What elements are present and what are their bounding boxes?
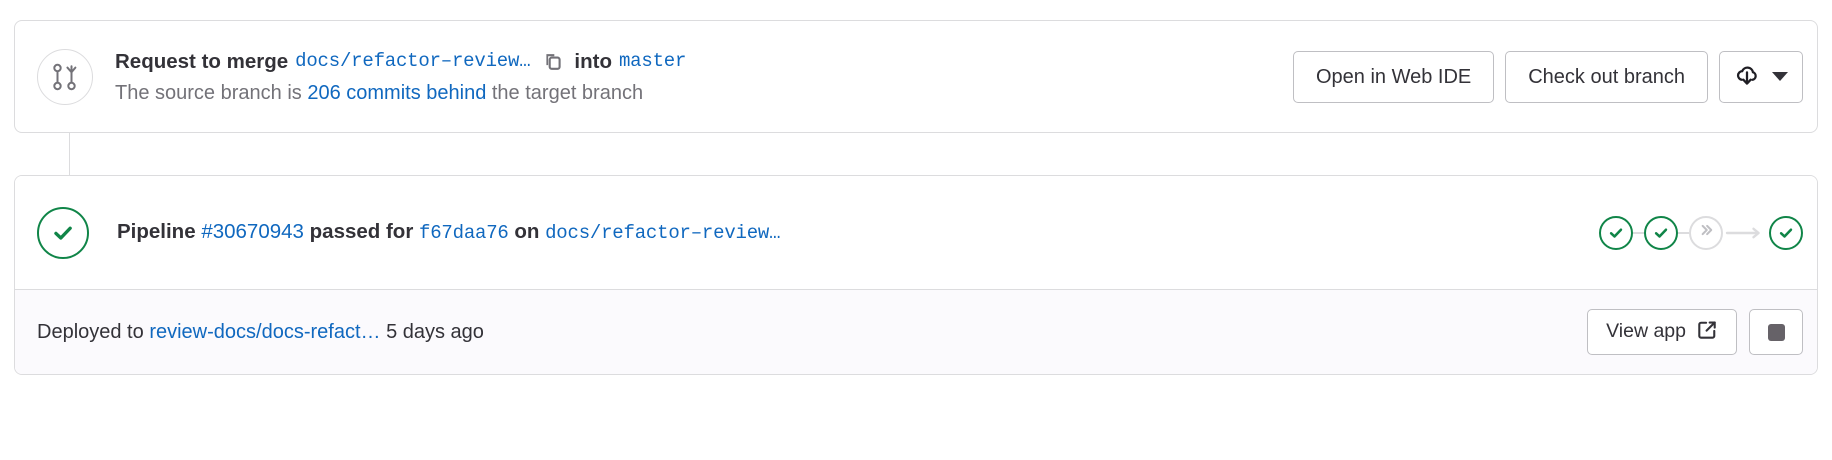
pipeline-id-link[interactable]: #30670943 [201, 220, 304, 243]
deployed-to-label: Deployed to [37, 321, 144, 343]
stop-environment-button[interactable] [1749, 309, 1803, 355]
stage-success-3[interactable] [1769, 215, 1803, 250]
stage-success-2[interactable] [1644, 215, 1678, 250]
open-in-web-ide-button[interactable]: Open in Web IDE [1292, 50, 1495, 103]
pipeline-card: Pipeline #30670943 passed for f67daa76 o… [14, 175, 1818, 375]
merge-request-icon [37, 48, 93, 105]
deployment-actions: View app [1587, 309, 1803, 355]
cloud-download-icon [1734, 62, 1760, 92]
pipeline-status-text: Pipeline #30670943 passed for f67daa76 o… [117, 217, 1579, 248]
merge-request-body: Request to merge docs/refactor–review… i… [115, 45, 1273, 108]
deployment-row: Deployed to review-docs/docs-refact… 5 d… [15, 289, 1817, 374]
into-label: into [574, 50, 612, 73]
pipeline-state-label: passed for [309, 220, 414, 243]
stage-connector [1678, 231, 1689, 234]
pipeline-summary-row: Pipeline #30670943 passed for f67daa76 o… [15, 176, 1817, 289]
merge-request-actions: Open in Web IDE Check out branch [1292, 50, 1803, 103]
commits-behind-link[interactable]: 206 commits behind [307, 82, 487, 104]
stage-success-1[interactable] [1599, 215, 1633, 250]
view-app-label: View app [1606, 320, 1686, 343]
double-chevron-right-icon [1697, 221, 1715, 244]
deployment-time-ago: 5 days ago [386, 321, 484, 343]
subtitle-suffix: the target branch [491, 82, 644, 104]
stop-square-icon [1767, 323, 1785, 341]
stage-arrow-icon [1725, 227, 1767, 239]
chevron-down-icon [1772, 72, 1788, 81]
subtitle-prefix: The source branch is [115, 82, 302, 104]
target-branch-link[interactable]: master [618, 50, 687, 72]
source-branch-link[interactable]: docs/refactor–review… [295, 50, 531, 72]
merge-request-title: Request to merge docs/refactor–review… i… [115, 47, 1273, 76]
pipeline-label: Pipeline [117, 220, 196, 243]
deployment-status-text: Deployed to review-docs/docs-refact… 5 d… [37, 318, 1587, 346]
on-label: on [514, 220, 540, 243]
stage-connector [1633, 231, 1644, 234]
view-app-button[interactable]: View app [1587, 309, 1737, 355]
pipeline-stages [1599, 215, 1803, 250]
pipeline-branch-link[interactable]: docs/refactor–review… [545, 222, 781, 244]
external-link-icon [1696, 319, 1718, 346]
merge-request-card: Request to merge docs/refactor–review… i… [14, 20, 1818, 133]
check-out-branch-button[interactable]: Check out branch [1505, 50, 1708, 103]
copy-to-clipboard-icon[interactable] [540, 49, 566, 75]
environment-link[interactable]: review-docs/docs-refact… [149, 321, 381, 343]
download-dropdown-button[interactable] [1719, 50, 1803, 103]
status-success-check-icon[interactable] [37, 206, 89, 259]
stage-skipped[interactable] [1689, 215, 1723, 250]
widget-connector-line [69, 133, 70, 176]
commit-sha-link[interactable]: f67daa76 [419, 222, 509, 244]
request-to-merge-label: Request to merge [115, 50, 289, 73]
merge-request-subtitle: The source branch is 206 commits behind … [115, 78, 1273, 108]
